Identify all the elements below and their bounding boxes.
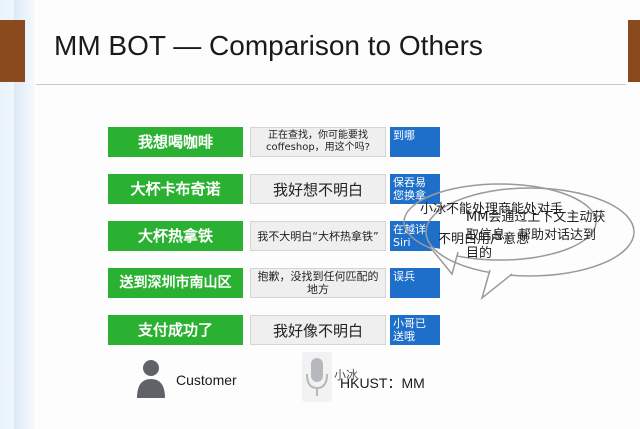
mm-bot-reply: 到哪 — [390, 127, 440, 157]
customer-request: 我想喝咖啡 — [108, 127, 243, 157]
mm-bot-reply: 误兵 — [390, 268, 440, 298]
other-bot-reply: 我不大明白“大杯热拿铁” — [250, 221, 386, 251]
conversation-row: 送到深圳市南山区 抱歉，没找到任何匹配的地方 误兵 — [0, 268, 640, 298]
title-accent-right — [628, 20, 640, 82]
other-bot-reply: 我好想不明白 — [250, 174, 386, 204]
conversation-row: 大杯卡布奇诺 我好想不明白 保吞易 您换拿 — [0, 174, 640, 204]
microphone-icon — [302, 352, 332, 402]
conversation-row: 大杯热拿铁 我不大明白“大杯热拿铁” 在越详 Siri — [0, 221, 640, 251]
xiaoice-bubble-line: 小冰不能处理商能处对手 — [420, 202, 564, 217]
mm-bot-reply: 小哥已 送哦 — [390, 315, 440, 345]
other-bot-reply: 我好像不明白 — [250, 315, 386, 345]
slide-title: MM BOT — Comparison to Others — [54, 30, 483, 61]
conversation-row: 我想喝咖啡 正在查找，你可能要找coffeshop，用这个吗? 到哪 — [0, 127, 640, 157]
title-accent-left — [0, 20, 25, 82]
customer-label: Customer — [176, 372, 237, 388]
mm-bubble-line: MM会通过上下文主动获 — [466, 210, 606, 225]
person-icon — [137, 360, 165, 398]
mm-bubble-line: 取信息，帮助对话达到 — [466, 228, 597, 243]
other-bot-reply: 正在查找，你可能要找coffeshop，用这个吗? — [250, 127, 386, 157]
xiaoice-speech-bubble — [403, 183, 597, 276]
title-divider — [36, 84, 626, 85]
customer-request: 支付成功了 — [108, 315, 243, 345]
mm-bubble-line: 目的 — [466, 246, 493, 261]
mm-bot-reply: 在越详 Siri — [390, 221, 440, 251]
customer-request: 送到深圳市南山区 — [108, 268, 243, 298]
mm-bot-reply: 保吞易 您换拿 — [390, 174, 440, 204]
conversation-row: 支付成功了 我好像不明白 小哥已 送哦 — [0, 315, 640, 345]
mm-speech-bubble — [425, 187, 635, 301]
customer-request: 大杯卡布奇诺 — [108, 174, 243, 204]
customer-request: 大杯热拿铁 — [108, 221, 243, 251]
other-bot-reply: 抱歉，没找到任何匹配的地方 — [250, 268, 386, 298]
xiaoice-overlay-label: 小冰 — [334, 368, 359, 382]
xiaoice-bubble-line: 不明白用户意思 — [438, 232, 530, 247]
hkust-mm-label: HKUST：MM — [340, 375, 425, 391]
